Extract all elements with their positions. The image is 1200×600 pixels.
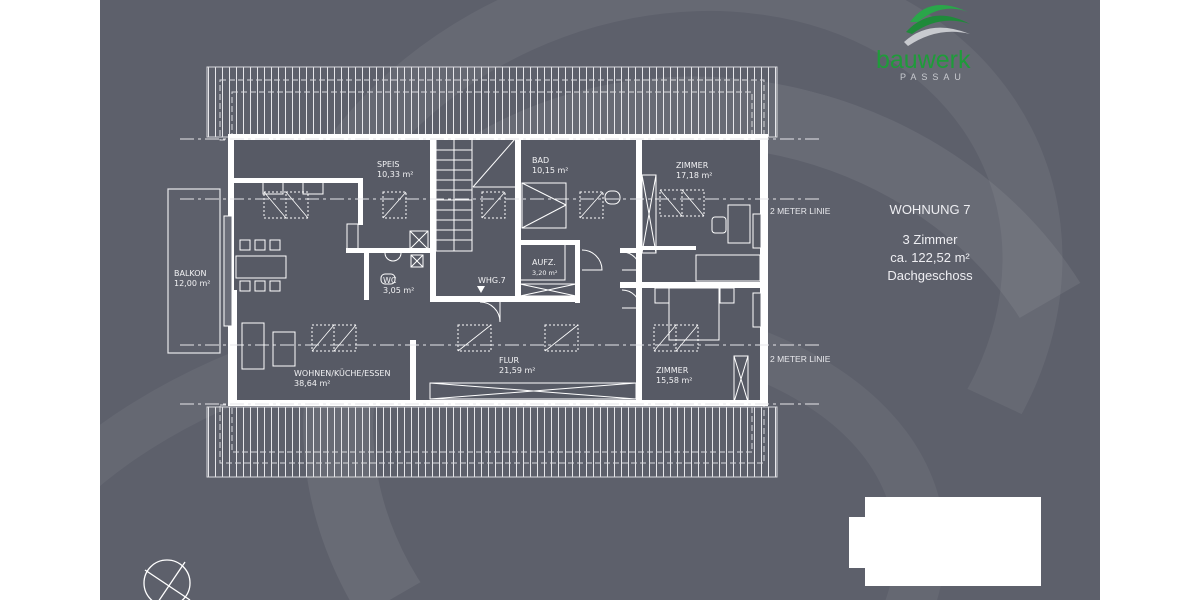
room-name: WOHNEN/KÜCHE/ESSEN xyxy=(294,369,391,378)
roof-bottom xyxy=(206,404,778,478)
staircase xyxy=(435,138,516,252)
two-meter-line-label: 2 METER LINIE xyxy=(770,206,831,216)
room-area: 21,59 m² xyxy=(499,366,536,375)
roof-top xyxy=(206,66,778,141)
room-area: 38,64 m² xyxy=(294,379,331,388)
room-aufzug: AUFZ. 3,20 m² xyxy=(532,258,557,278)
room-area: 10,33 m² xyxy=(377,170,414,179)
apartment-area: ca. 122,52 m² xyxy=(890,250,970,265)
blank-label-box-tab xyxy=(849,517,869,568)
unit-marker-label: WHG.7 xyxy=(478,276,506,285)
bauwerk-logo-icon xyxy=(904,4,970,46)
entrance-marker-icon xyxy=(477,286,485,293)
apartment-floor: Dachgeschoss xyxy=(887,268,973,283)
balcony-outline xyxy=(167,188,221,354)
room-name: BAD xyxy=(532,156,550,165)
brand-name: bauwerk xyxy=(876,46,971,74)
room-name: BALKON xyxy=(174,269,207,278)
blank-label-box xyxy=(865,497,1041,586)
room-name: ZIMMER xyxy=(656,366,689,375)
apartment-rooms: 3 Zimmer xyxy=(902,232,958,247)
room-name: AUFZ. xyxy=(532,258,556,267)
room-area: 10,15 m² xyxy=(532,166,569,175)
room-area: 3,20 m² xyxy=(532,269,558,277)
room-area: 3,05 m² xyxy=(383,286,415,295)
room-name: WC xyxy=(383,276,397,285)
apartment-title: WOHNUNG 7 xyxy=(889,202,971,217)
floor-plan-canvas: bauwerk PASSAU xyxy=(100,0,1100,600)
apartment-info: WOHNUNG 7 3 Zimmer ca. 122,52 m² Dachges… xyxy=(860,202,1000,285)
room-area: 12,00 m² xyxy=(174,279,211,288)
skylights xyxy=(263,189,705,352)
room-name: ZIMMER xyxy=(676,161,709,170)
brand-city: PASSAU xyxy=(900,72,966,82)
furniture xyxy=(235,174,762,403)
room-area: 15,58 m² xyxy=(656,376,693,385)
north-arrow-icon xyxy=(143,559,191,600)
two-meter-line-label: 2 METER LINIE xyxy=(770,354,831,364)
two-meter-lines xyxy=(180,138,822,405)
room-area: 17,18 m² xyxy=(676,171,713,180)
floor-plan-drawing xyxy=(143,66,822,600)
room-name: FLUR xyxy=(499,356,520,365)
room-name: SPEIS xyxy=(377,160,400,169)
